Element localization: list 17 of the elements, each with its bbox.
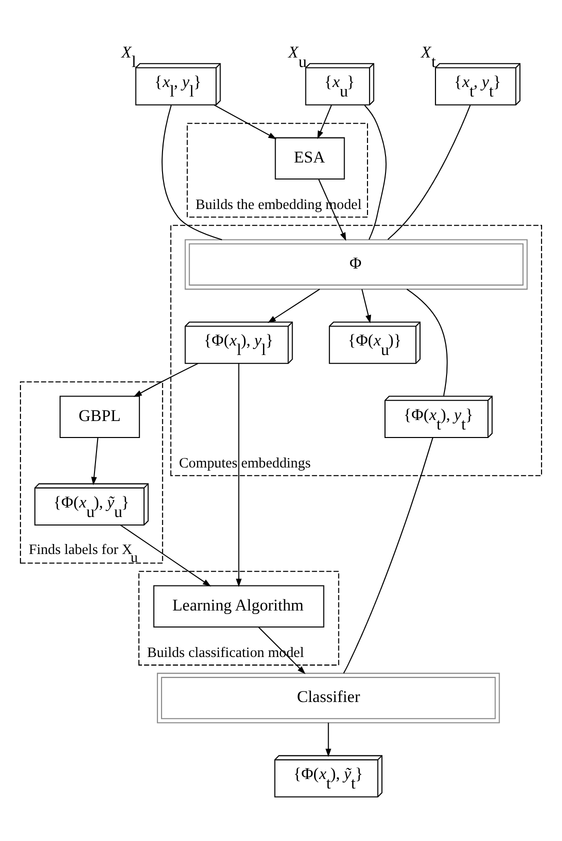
arrow (268, 288, 320, 322)
arrow (361, 288, 372, 323)
node-box: Classifier (156, 672, 500, 723)
arrow (317, 104, 332, 139)
node-box: Φ (184, 238, 528, 290)
node-box: ESA (274, 136, 345, 179)
arrow (134, 362, 198, 396)
node-box: Learning Algorithm (153, 584, 324, 627)
node-box: GBPL (60, 395, 140, 438)
arrow (236, 362, 242, 586)
arrow (214, 104, 277, 139)
connector (364, 104, 387, 240)
arrow (91, 437, 98, 485)
connector (406, 288, 448, 396)
arrow (325, 722, 332, 756)
arrow (120, 524, 212, 586)
connector (388, 104, 471, 240)
